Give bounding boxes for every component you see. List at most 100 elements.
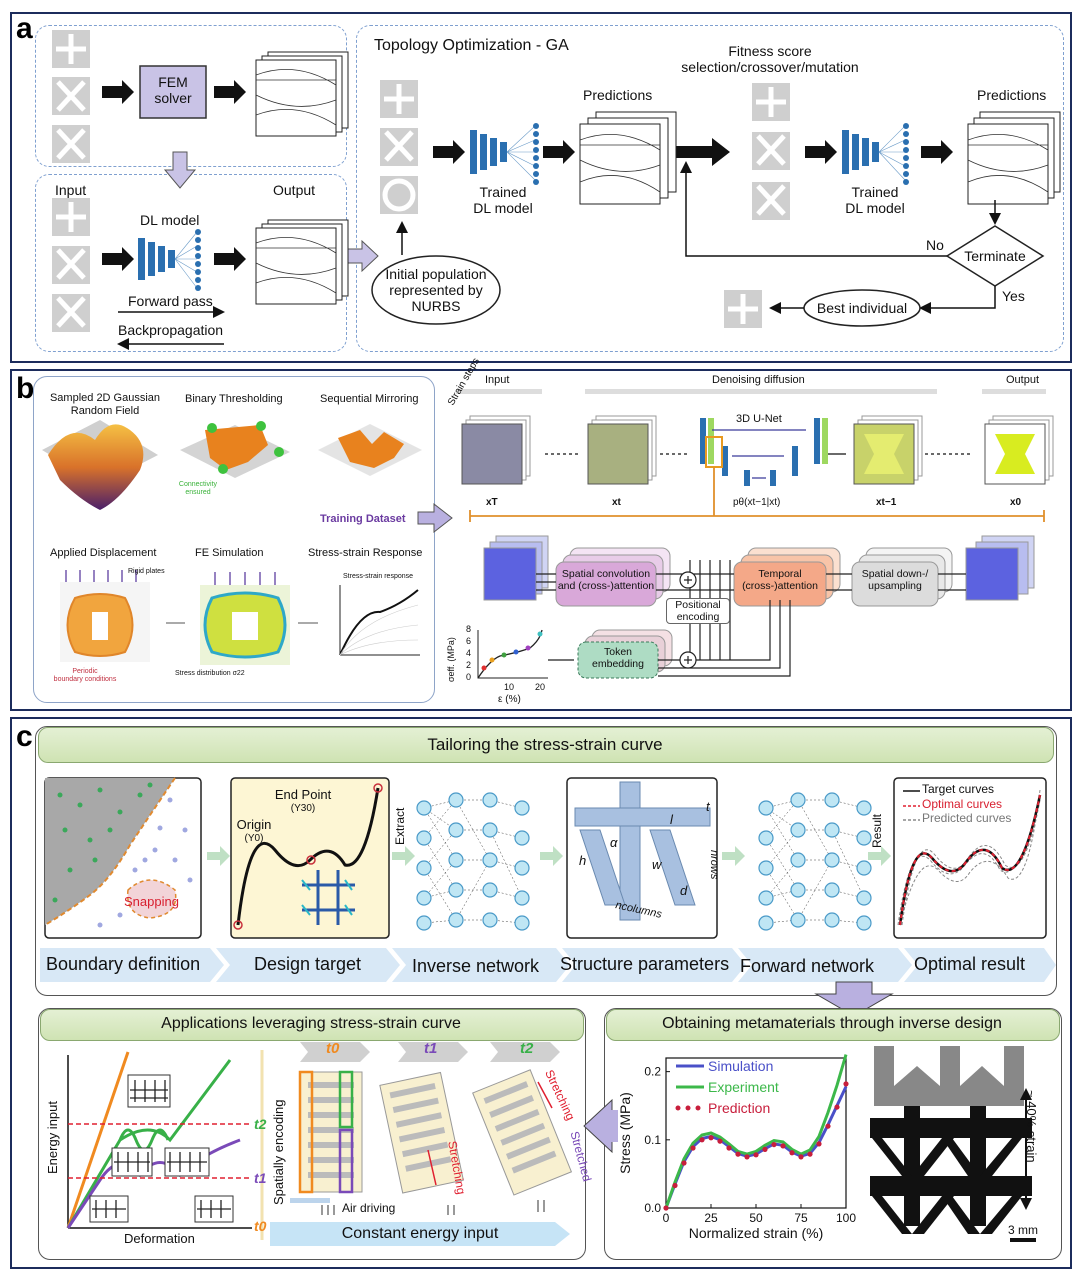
backpropagation-label: Backpropagation bbox=[118, 322, 224, 338]
best-individual-label: Best individual bbox=[816, 300, 908, 316]
legend-swatch bbox=[695, 1105, 701, 1111]
denoising-label: Denoising diffusion bbox=[712, 374, 805, 386]
panel-c bbox=[10, 717, 1072, 1269]
prediction-point bbox=[798, 1154, 804, 1160]
prediction-point bbox=[726, 1145, 732, 1151]
result-label: Result bbox=[870, 813, 884, 848]
flow-inverse-network: Inverse network bbox=[412, 956, 540, 976]
small-y-tick: 8 bbox=[466, 624, 472, 634]
small-y-tick: 2 bbox=[466, 660, 472, 670]
prediction-point bbox=[717, 1138, 723, 1144]
panel-b-label: b bbox=[16, 372, 35, 405]
prediction-point bbox=[735, 1151, 741, 1157]
predictions-label: Predictions bbox=[977, 87, 1047, 103]
unet-label: 3D U-Net bbox=[736, 413, 782, 425]
down-arrow bbox=[814, 981, 894, 1017]
y-axis-label: Stress (MPa) bbox=[617, 1092, 633, 1174]
prediction-point bbox=[690, 1145, 696, 1151]
prediction-point bbox=[771, 1141, 777, 1148]
binary-thresholding-label: Binary Thresholding bbox=[185, 393, 283, 405]
x0-label: x0 bbox=[1010, 497, 1022, 508]
prediction-point bbox=[807, 1151, 813, 1157]
predictions-label: Predictions bbox=[583, 87, 653, 103]
param-d: d bbox=[680, 883, 688, 898]
prediction-point bbox=[681, 1160, 687, 1166]
x-tick-label: 50 bbox=[749, 1211, 763, 1225]
spatial-down-label: Spatial down-/upsampling bbox=[861, 568, 929, 593]
small-y-tick: 4 bbox=[466, 648, 472, 658]
prediction-point bbox=[780, 1143, 786, 1149]
flow-chevrons bbox=[40, 777, 1056, 982]
prediction-point bbox=[834, 1104, 840, 1110]
x-tick-label: 100 bbox=[836, 1211, 856, 1225]
y-tick-label: 0.1 bbox=[644, 1133, 661, 1147]
strain-note-label: ~ 40% strain bbox=[1024, 1090, 1039, 1163]
t1-label: t1 bbox=[254, 1170, 267, 1186]
legend-label: Experiment bbox=[708, 1079, 779, 1095]
stage-t1: t1 bbox=[424, 1040, 438, 1057]
t0-label: t0 bbox=[254, 1218, 267, 1234]
legend-predicted: Predicted curves bbox=[922, 811, 1012, 825]
small-x-tick: 20 bbox=[535, 682, 546, 692]
prediction-point bbox=[708, 1135, 714, 1141]
x-axis-label: Normalized strain (%) bbox=[689, 1225, 824, 1241]
scale-bar-label: 3 mm bbox=[1008, 1223, 1038, 1237]
prediction-point bbox=[699, 1137, 705, 1143]
p-theta-label: pθ(xt−1|xt) bbox=[733, 497, 781, 508]
param-l: l bbox=[670, 812, 673, 827]
prediction-point bbox=[672, 1182, 678, 1189]
prediction-point bbox=[843, 1081, 849, 1087]
small-x-tick: 10 bbox=[504, 682, 515, 692]
small-ss-title: Stress-strain response bbox=[343, 573, 414, 580]
origin-label: Origin(Y0) bbox=[236, 817, 272, 844]
applications-title: Applications leveraging stress-strain cu… bbox=[161, 1015, 461, 1032]
left-arrow bbox=[583, 1098, 618, 1154]
header-bar bbox=[982, 389, 1046, 394]
legend-label: Prediction bbox=[708, 1100, 770, 1116]
energy-input-label: Energy input bbox=[45, 1101, 60, 1174]
legend-swatch bbox=[685, 1105, 691, 1111]
t2-label: t2 bbox=[254, 1116, 267, 1132]
snapping-label: Snapping bbox=[124, 894, 179, 909]
prediction-point bbox=[816, 1141, 822, 1147]
param-w: w bbox=[652, 857, 662, 872]
applied-displacement-label: Applied Displacement bbox=[50, 547, 157, 559]
x-tick-label: 0 bbox=[663, 1211, 670, 1225]
prediction-point bbox=[663, 1205, 669, 1211]
tailoring-header bbox=[38, 727, 1054, 763]
panel-b-graphics bbox=[42, 415, 1054, 679]
fe-simulation-label: FE Simulation bbox=[195, 547, 264, 559]
series-line-experiment bbox=[664, 1054, 848, 1209]
prediction-point bbox=[825, 1123, 831, 1129]
stress-distribution-label: Stress distribution σ22 bbox=[175, 670, 245, 677]
obtaining-header bbox=[606, 1009, 1060, 1041]
training-dataset-label: Training Dataset bbox=[320, 513, 406, 525]
panel-b bbox=[10, 369, 1072, 711]
stress-strain-response-label: Stress-strain Response bbox=[308, 547, 423, 559]
stage-t0: t0 bbox=[326, 1040, 340, 1057]
x-tick-label: 75 bbox=[794, 1211, 808, 1225]
rigid-plates-label: Rigid plates bbox=[128, 568, 165, 575]
metamaterial-photo bbox=[862, 1046, 1042, 1246]
panel-a-graphics bbox=[56, 34, 1061, 350]
applications-box bbox=[38, 1008, 586, 1260]
panel-c-label: c bbox=[16, 720, 33, 753]
header-bar bbox=[456, 389, 542, 394]
yes-label: Yes bbox=[1002, 288, 1025, 304]
output-label: Output bbox=[273, 182, 316, 198]
flow-design-target: Design target bbox=[254, 954, 362, 974]
tailoring-title: Tailoring the stress-strain curve bbox=[427, 735, 663, 754]
dataset-box bbox=[33, 376, 435, 703]
constant-energy-label: Constant energy input bbox=[341, 1225, 499, 1242]
no-label: No bbox=[926, 237, 944, 253]
sequential-mirroring-label: Sequential Mirroring bbox=[320, 393, 419, 405]
inverse-network-graph bbox=[410, 788, 535, 933]
x-tick-label: 25 bbox=[704, 1211, 718, 1225]
